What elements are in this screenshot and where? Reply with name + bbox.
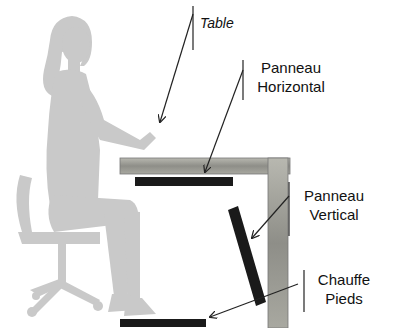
vertical-panel bbox=[228, 206, 266, 306]
foot-heater bbox=[120, 319, 206, 327]
table-leg bbox=[268, 158, 288, 328]
part-label: Chauffe Pieds bbox=[309, 270, 379, 308]
horizontal-panel bbox=[135, 177, 233, 186]
part-label: Panneau Vertical bbox=[294, 186, 374, 224]
leader-lines bbox=[160, 6, 304, 317]
part-label: Panneau Horizontal bbox=[248, 58, 334, 96]
part-label: Table bbox=[200, 14, 260, 33]
